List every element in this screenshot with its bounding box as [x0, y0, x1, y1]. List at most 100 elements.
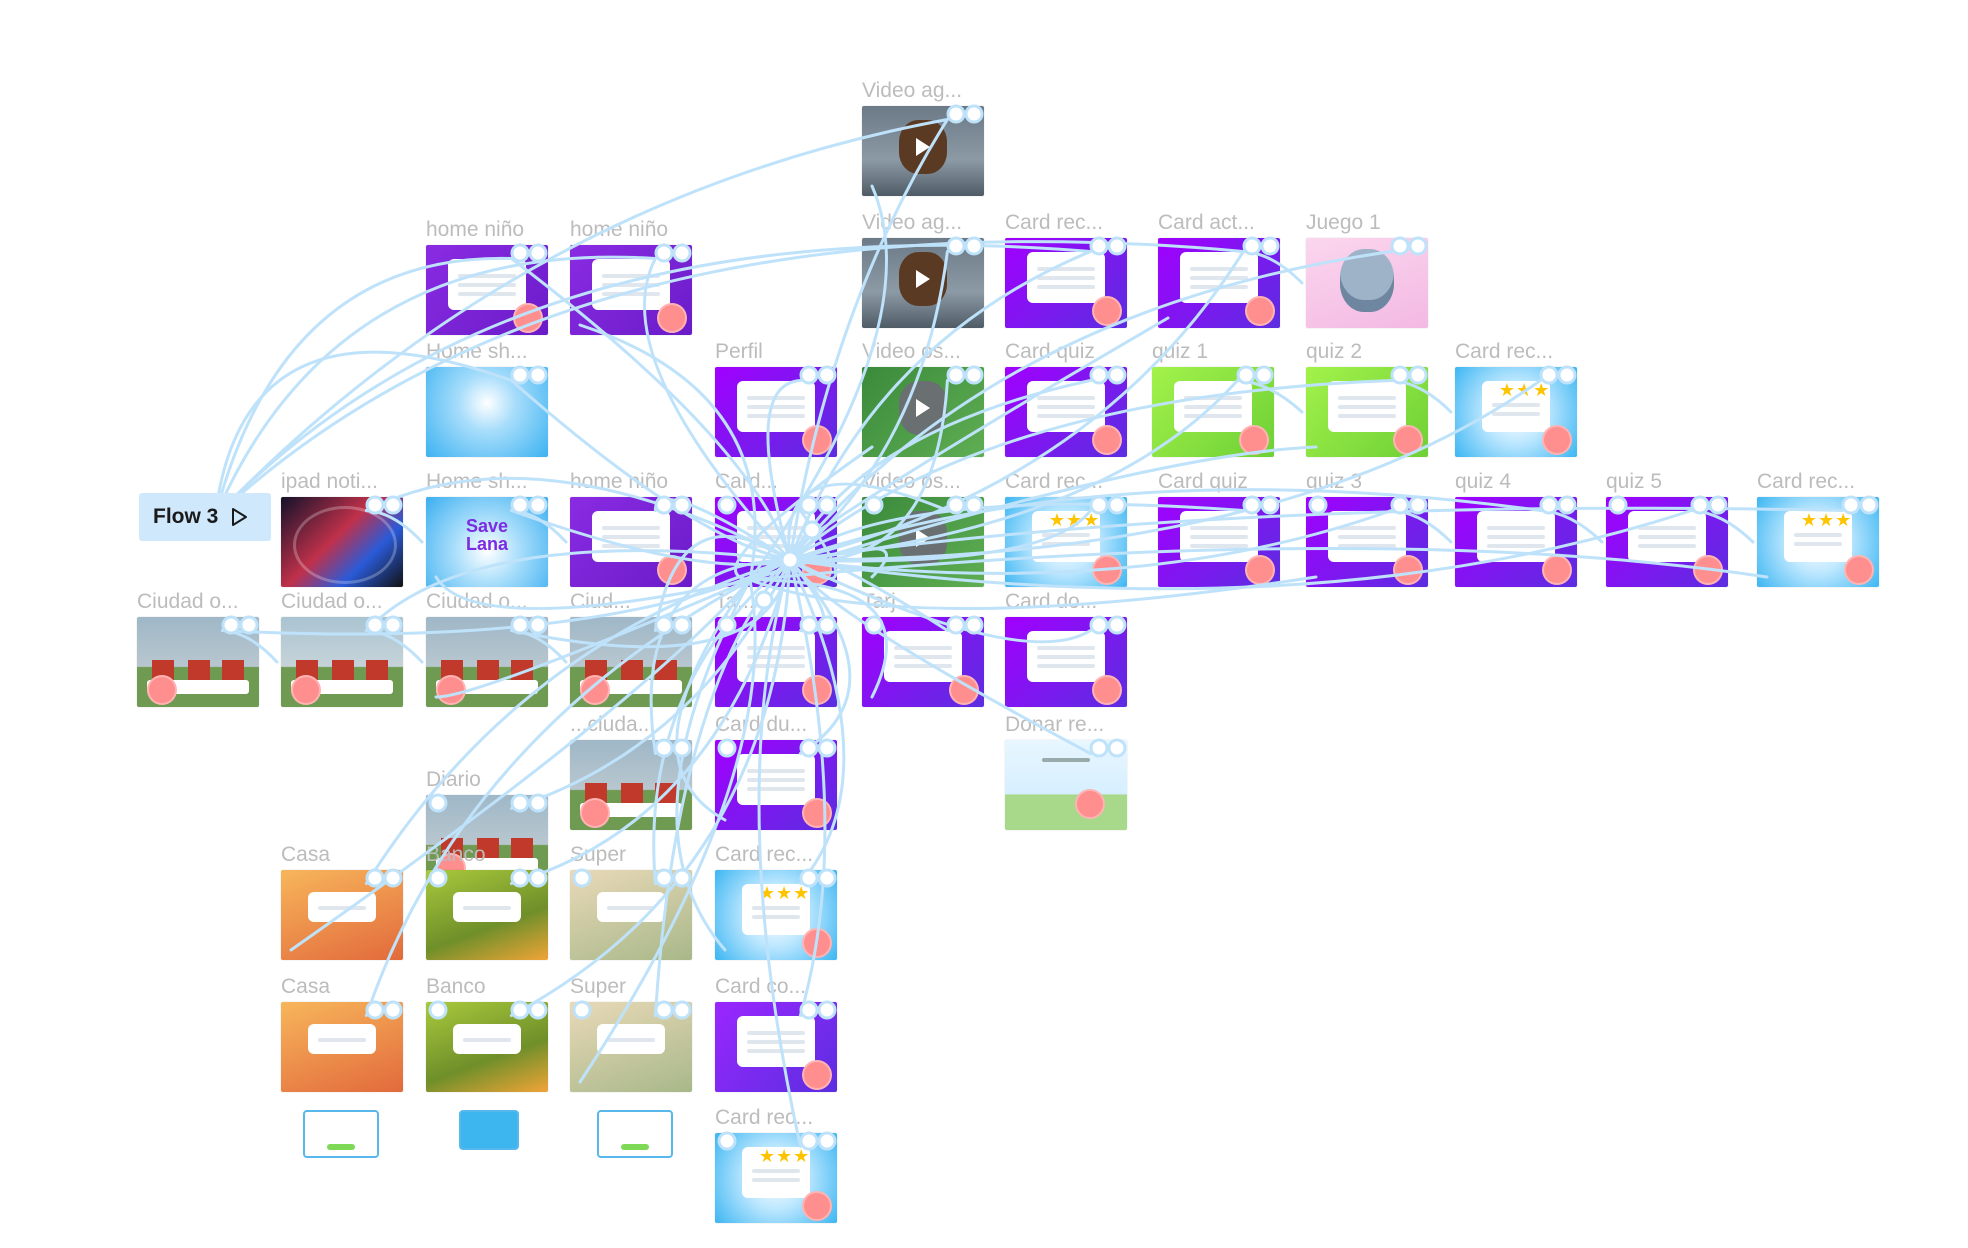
- frame-label[interactable]: Video os...: [862, 470, 961, 493]
- frame-label[interactable]: home niño: [426, 218, 525, 241]
- bank-card-thumbnail[interactable]: [459, 1110, 519, 1150]
- frame-label[interactable]: Card du...: [715, 713, 808, 736]
- frame-label[interactable]: Card rec...: [1455, 340, 1554, 363]
- frame-label[interactable]: Tarj...: [862, 590, 914, 613]
- frame-label[interactable]: Super: [570, 843, 627, 866]
- frame-thumbnail: [862, 238, 984, 328]
- frame-ciudad1[interactable]: Ciudad o...: [137, 590, 259, 707]
- frame-label[interactable]: Card rec...: [715, 1106, 814, 1129]
- frame-casa1[interactable]: Casa: [281, 843, 403, 960]
- frame-label[interactable]: quiz 3: [1306, 470, 1363, 493]
- frame-quiz2[interactable]: quiz 2: [1306, 340, 1428, 457]
- frame-label[interactable]: Card rec...: [1005, 470, 1104, 493]
- frame-label[interactable]: Ciud...: [570, 590, 631, 613]
- frame-label[interactable]: Ciudad o...: [281, 590, 383, 613]
- frame-videoos1[interactable]: Video os...: [862, 340, 984, 457]
- inventory-card-thumbnail[interactable]: [303, 1110, 379, 1158]
- frame-label[interactable]: Ta...: [715, 590, 755, 613]
- frame-label[interactable]: Perfil: [715, 340, 763, 363]
- frame-label[interactable]: quiz 5: [1606, 470, 1663, 493]
- frame-cardrec3[interactable]: Card rec...★★★: [1005, 470, 1127, 587]
- flow-start-tag[interactable]: Flow 3: [139, 493, 271, 541]
- frame-juego1[interactable]: Juego 1: [1306, 211, 1428, 328]
- frame-label[interactable]: quiz 4: [1455, 470, 1512, 493]
- frame-label[interactable]: Card rec...: [1757, 470, 1856, 493]
- frame-label[interactable]: Home sh...: [426, 470, 528, 493]
- frame-tarea[interactable]: Ta...: [715, 590, 837, 707]
- frame-carddo[interactable]: Card do...: [1005, 590, 1127, 707]
- frame-homesh1[interactable]: Home sh...: [426, 340, 548, 457]
- frame-label[interactable]: Card do...: [1005, 590, 1098, 613]
- frame-quiz5[interactable]: quiz 5: [1606, 470, 1728, 587]
- frame-cardrec2[interactable]: Card rec...★★★: [1455, 340, 1577, 457]
- frame-label[interactable]: ...ciuda...: [570, 713, 656, 736]
- frame-homenino2[interactable]: home niño: [570, 218, 692, 335]
- frame-label[interactable]: Card quiz: [1158, 470, 1248, 493]
- frame-perfil[interactable]: Perfil: [715, 340, 837, 457]
- frame-banco2[interactable]: Banco: [426, 975, 548, 1092]
- frame-label[interactable]: ipad noti...: [281, 470, 378, 493]
- frame-homenino1[interactable]: home niño: [426, 218, 548, 335]
- frame-label[interactable]: Super: [570, 975, 627, 998]
- frame-ciudad2[interactable]: Ciudad o...: [281, 590, 403, 707]
- frame-label[interactable]: Ciudad o...: [137, 590, 239, 613]
- frame-label[interactable]: Video ag...: [862, 79, 963, 102]
- frame-cardrec1[interactable]: Card rec...: [1005, 211, 1127, 328]
- frame-donar[interactable]: Donar re...: [1005, 713, 1127, 830]
- frame-casa2[interactable]: Casa: [281, 975, 403, 1092]
- frame-homenino3[interactable]: home niño: [570, 470, 692, 587]
- thumb-text-line: [317, 1038, 367, 1042]
- frame-carddu[interactable]: Card du...: [715, 713, 837, 830]
- frame-label[interactable]: home niño: [570, 218, 669, 241]
- frame-cardquiz2[interactable]: Card quiz: [1158, 470, 1280, 587]
- frame-label[interactable]: Banco: [426, 843, 486, 866]
- frame-super1[interactable]: Super: [570, 843, 692, 960]
- frame-label[interactable]: Card act...: [1158, 211, 1255, 234]
- frame-label[interactable]: Card rec...: [715, 843, 814, 866]
- inventory-card-thumbnail[interactable]: [597, 1110, 673, 1158]
- frame-homesh2[interactable]: Home sh...Save Lana: [426, 470, 548, 587]
- frame-label[interactable]: Juego 1: [1306, 211, 1381, 234]
- frame-cardmid[interactable]: Card...: [715, 470, 837, 587]
- frame-quiz3[interactable]: quiz 3: [1306, 470, 1428, 587]
- thumb-text-line: [1041, 758, 1091, 762]
- frame-cardrec5[interactable]: Card rec...★★★: [715, 843, 837, 960]
- frame-super2[interactable]: Super: [570, 975, 692, 1092]
- frame-cardact[interactable]: Card act...: [1158, 211, 1280, 328]
- frame-label[interactable]: Card rec...: [1005, 211, 1104, 234]
- frame-label[interactable]: Card...: [715, 470, 779, 493]
- frame-label[interactable]: Banco: [426, 975, 486, 998]
- frame-label[interactable]: Diario: [426, 768, 481, 791]
- frame-ciudad4[interactable]: Ciud...: [570, 590, 692, 707]
- frame-video1[interactable]: Video ag...: [862, 79, 984, 196]
- frame-videoos2[interactable]: Video os...: [862, 470, 984, 587]
- frame-ciudad5[interactable]: ...ciuda...: [570, 713, 692, 830]
- frame-quiz1[interactable]: quiz 1: [1152, 340, 1274, 457]
- frame-label[interactable]: quiz 2: [1306, 340, 1363, 363]
- frame-label[interactable]: Video os...: [862, 340, 961, 363]
- frame-label[interactable]: Donar re...: [1005, 713, 1105, 736]
- frame-banco1[interactable]: Banco: [426, 843, 548, 960]
- frame-thumbnail: [1306, 367, 1428, 457]
- frame-quiz4[interactable]: quiz 4: [1455, 470, 1577, 587]
- frame-ipadnoti[interactable]: ipad noti...: [281, 470, 403, 587]
- frame-label[interactable]: Card co...: [715, 975, 807, 998]
- thumb-text-line: [601, 282, 661, 287]
- frame-label[interactable]: Casa: [281, 975, 331, 998]
- frame-label[interactable]: Video ag...: [862, 211, 963, 234]
- frame-cardco[interactable]: Card co...: [715, 975, 837, 1092]
- frame-cardrec4[interactable]: Card rec...★★★: [1757, 470, 1879, 587]
- frame-ciudad3[interactable]: Ciudad o...: [426, 590, 548, 707]
- frame-video2[interactable]: Video ag...: [862, 211, 984, 328]
- frame-label[interactable]: Home sh...: [426, 340, 528, 363]
- frame-label[interactable]: Casa: [281, 843, 331, 866]
- frame-cardquiz1[interactable]: Card quiz: [1005, 340, 1127, 457]
- frame-label[interactable]: quiz 1: [1152, 340, 1209, 363]
- frame-tarjeta[interactable]: Tarj...: [862, 590, 984, 707]
- frame-label[interactable]: home niño: [570, 470, 669, 493]
- frame-label[interactable]: Card quiz: [1005, 340, 1095, 363]
- play-icon[interactable]: [228, 506, 250, 528]
- frame-cardrec6[interactable]: Card rec...★★★: [715, 1106, 837, 1223]
- frame-label[interactable]: Ciudad o...: [426, 590, 528, 613]
